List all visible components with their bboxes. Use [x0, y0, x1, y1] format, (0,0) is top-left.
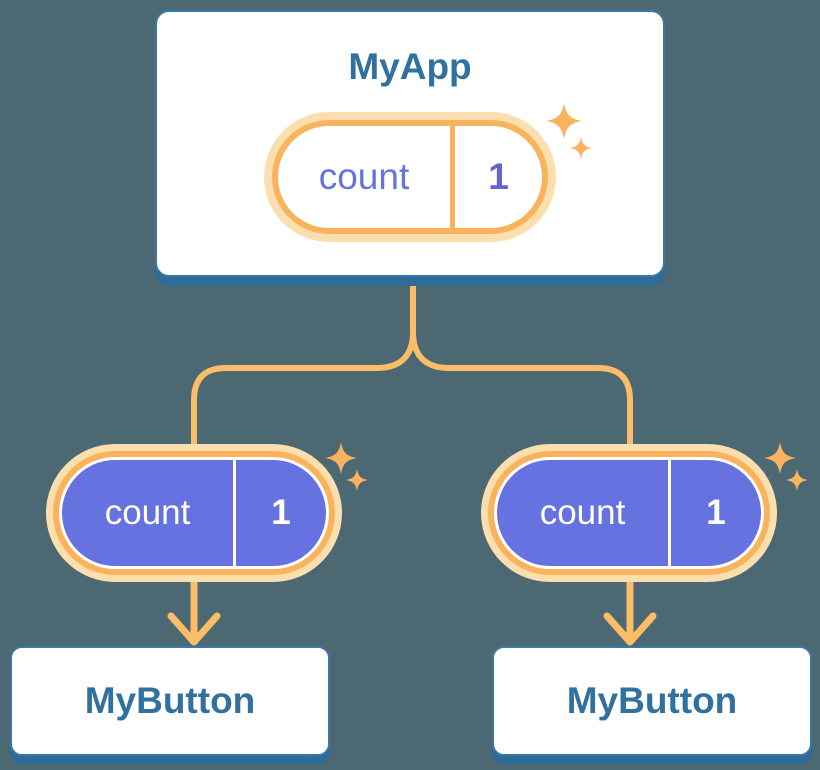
pill-divider	[233, 460, 236, 566]
right-prop-pill-ring: count 1	[488, 451, 770, 575]
sparkle-icon	[764, 442, 808, 491]
root-state-pill: count 1	[264, 112, 556, 242]
arrow-right	[603, 568, 657, 646]
branch-line-right	[410, 329, 633, 473]
left-child-component-card: MyButton	[10, 646, 330, 756]
branch-line-left	[191, 281, 416, 473]
left-prop-name: count	[104, 493, 191, 532]
root-state-pill-ring: count 1	[272, 120, 548, 234]
left-prop-pill-body: count 1	[62, 460, 326, 566]
sparkle-icon	[325, 442, 368, 491]
arrow-left	[167, 568, 221, 646]
left-prop-pill-ring: count 1	[53, 451, 335, 575]
pill-divider	[450, 126, 455, 228]
root-component-title: MyApp	[348, 46, 472, 87]
right-prop-value: 1	[706, 493, 726, 532]
sparkle-icon	[546, 103, 592, 159]
root-state-value: 1	[488, 156, 509, 197]
pill-divider	[668, 460, 671, 566]
right-prop-pill: count 1	[481, 444, 777, 582]
right-child-component-card: MyButton	[492, 646, 812, 756]
right-prop-name: count	[539, 493, 626, 532]
root-state-name: count	[318, 156, 410, 197]
right-prop-pill-body: count 1	[497, 460, 761, 566]
left-prop-value: 1	[271, 493, 291, 532]
left-prop-pill: count 1	[46, 444, 342, 582]
